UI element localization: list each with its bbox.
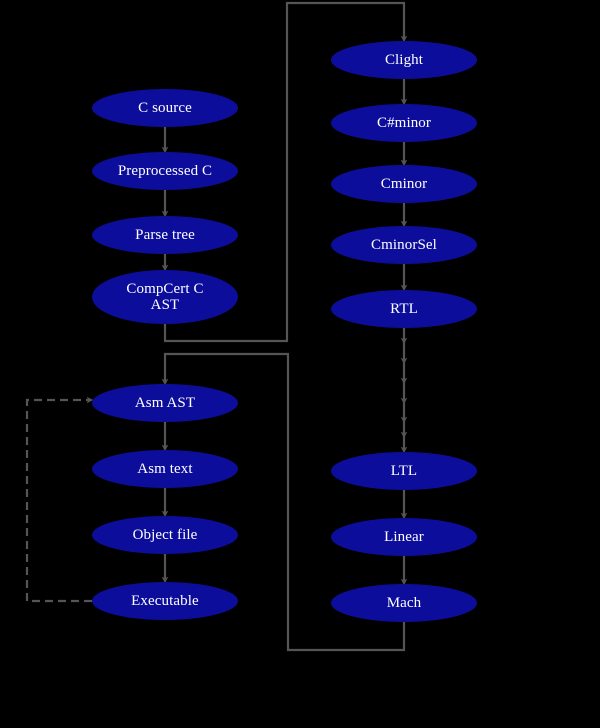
node-c-source[interactable]: C source: [92, 89, 238, 127]
node-rtl[interactable]: RTL: [331, 290, 477, 328]
node-cminor[interactable]: Cminor: [331, 165, 477, 203]
node-ltl[interactable]: LTL: [331, 452, 477, 490]
node-clight[interactable]: Clight: [331, 41, 477, 79]
edge-executable-asmast: [25, 396, 94, 603]
node-linear[interactable]: Linear: [331, 518, 477, 556]
node-preprocessed-c[interactable]: Preprocessed C: [92, 152, 238, 190]
node-asm-text[interactable]: Asm text: [92, 450, 238, 488]
node-object-file[interactable]: Object file: [92, 516, 238, 554]
node-compcert-c-ast[interactable]: CompCert C AST: [92, 270, 238, 324]
edge-ast-clight: [163, 1, 408, 343]
node-cminorsel[interactable]: CminorSel: [331, 226, 477, 264]
node-executable[interactable]: Executable: [92, 582, 238, 620]
node-asm-ast[interactable]: Asm AST: [92, 384, 238, 422]
node-mach[interactable]: Mach: [331, 584, 477, 622]
node-parse-tree[interactable]: Parse tree: [92, 216, 238, 254]
node-csharpminor[interactable]: C#minor: [331, 104, 477, 142]
edge-mach-asmast: [161, 352, 406, 652]
